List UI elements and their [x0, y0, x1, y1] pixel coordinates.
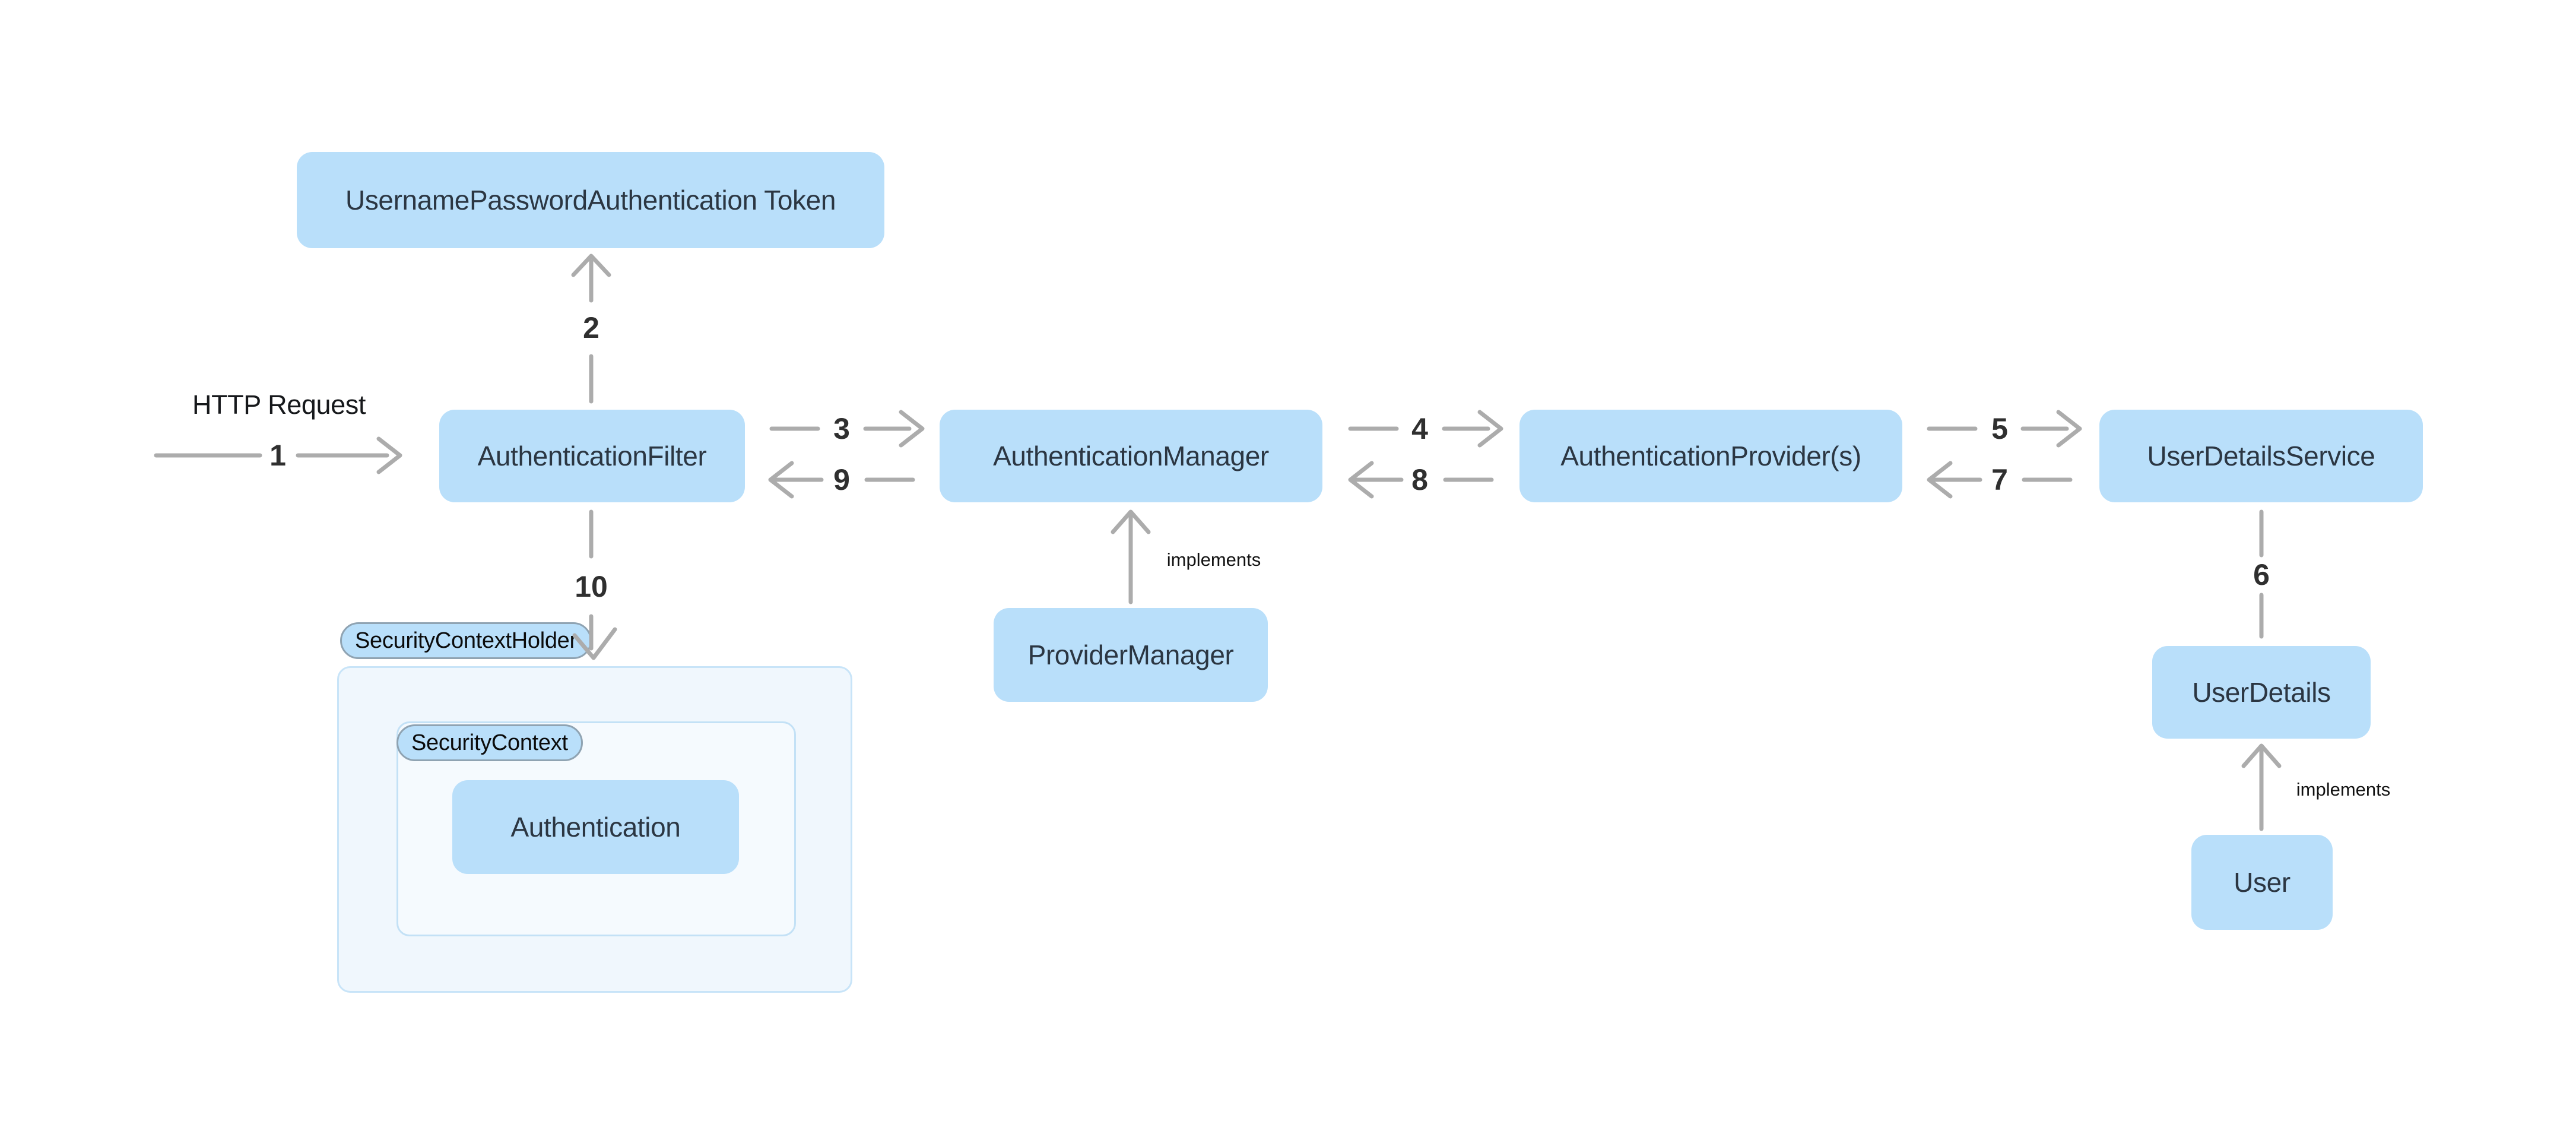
- implements-label-user: implements: [2296, 779, 2391, 800]
- node-authentication: Authentication: [452, 780, 739, 874]
- implements-arrow-user-to-user-details: [2241, 743, 2282, 831]
- node-provider-manager: ProviderManager: [994, 608, 1268, 702]
- step-number-2: 2: [583, 311, 599, 344]
- security-context-holder-tag: SecurityContextHolder: [340, 622, 592, 659]
- arrow-7-left-arrowhead-icon: [1927, 461, 1953, 499]
- arrow-8-left-arrowhead-icon: [1348, 461, 1374, 499]
- arrow-2-up-arrowhead-icon: [571, 254, 611, 277]
- step-number-8: 8: [1411, 463, 1428, 496]
- node-username-password-authentication-token: UsernamePasswordAuthentication Token: [297, 152, 884, 248]
- step-number-10: 10: [575, 570, 608, 603]
- node-user-details: UserDetails: [2152, 646, 2371, 739]
- arrow-9-left-arrowhead-icon: [768, 461, 794, 499]
- step-number-6: 6: [2253, 558, 2270, 591]
- step-number-9: 9: [833, 463, 850, 496]
- implements-arrow-provider-manager-to-manager: [1111, 509, 1151, 604]
- step-number-5: 5: [1991, 412, 2008, 445]
- node-authentication-manager: AuthenticationManager: [940, 410, 1322, 502]
- step-number-7: 7: [1991, 463, 2008, 496]
- node-authentication-providers: AuthenticationProvider(s): [1519, 410, 1902, 502]
- security-context-tag: SecurityContext: [396, 724, 583, 761]
- implements-label-provider-manager: implements: [1166, 549, 1261, 570]
- step-number-3: 3: [833, 412, 850, 445]
- arrow-3-right-arrowhead-icon: [899, 410, 925, 448]
- node-user: User: [2191, 835, 2333, 930]
- arrow-1-right-arrowhead-icon: [376, 436, 402, 474]
- node-user-details-service: UserDetailsService: [2099, 410, 2423, 502]
- step-number-4: 4: [1411, 412, 1428, 445]
- implements-up-arrowhead-icon: [1111, 509, 1151, 534]
- node-authentication-filter: AuthenticationFilter: [439, 410, 745, 502]
- implements-up-arrowhead-icon: [2241, 743, 2282, 768]
- step-number-1: 1: [269, 439, 286, 472]
- http-request-label: HTTP Request: [192, 390, 366, 420]
- arrow-4-right-arrowhead-icon: [1477, 410, 1503, 448]
- arrow-5-right-arrowhead-icon: [2056, 410, 2082, 448]
